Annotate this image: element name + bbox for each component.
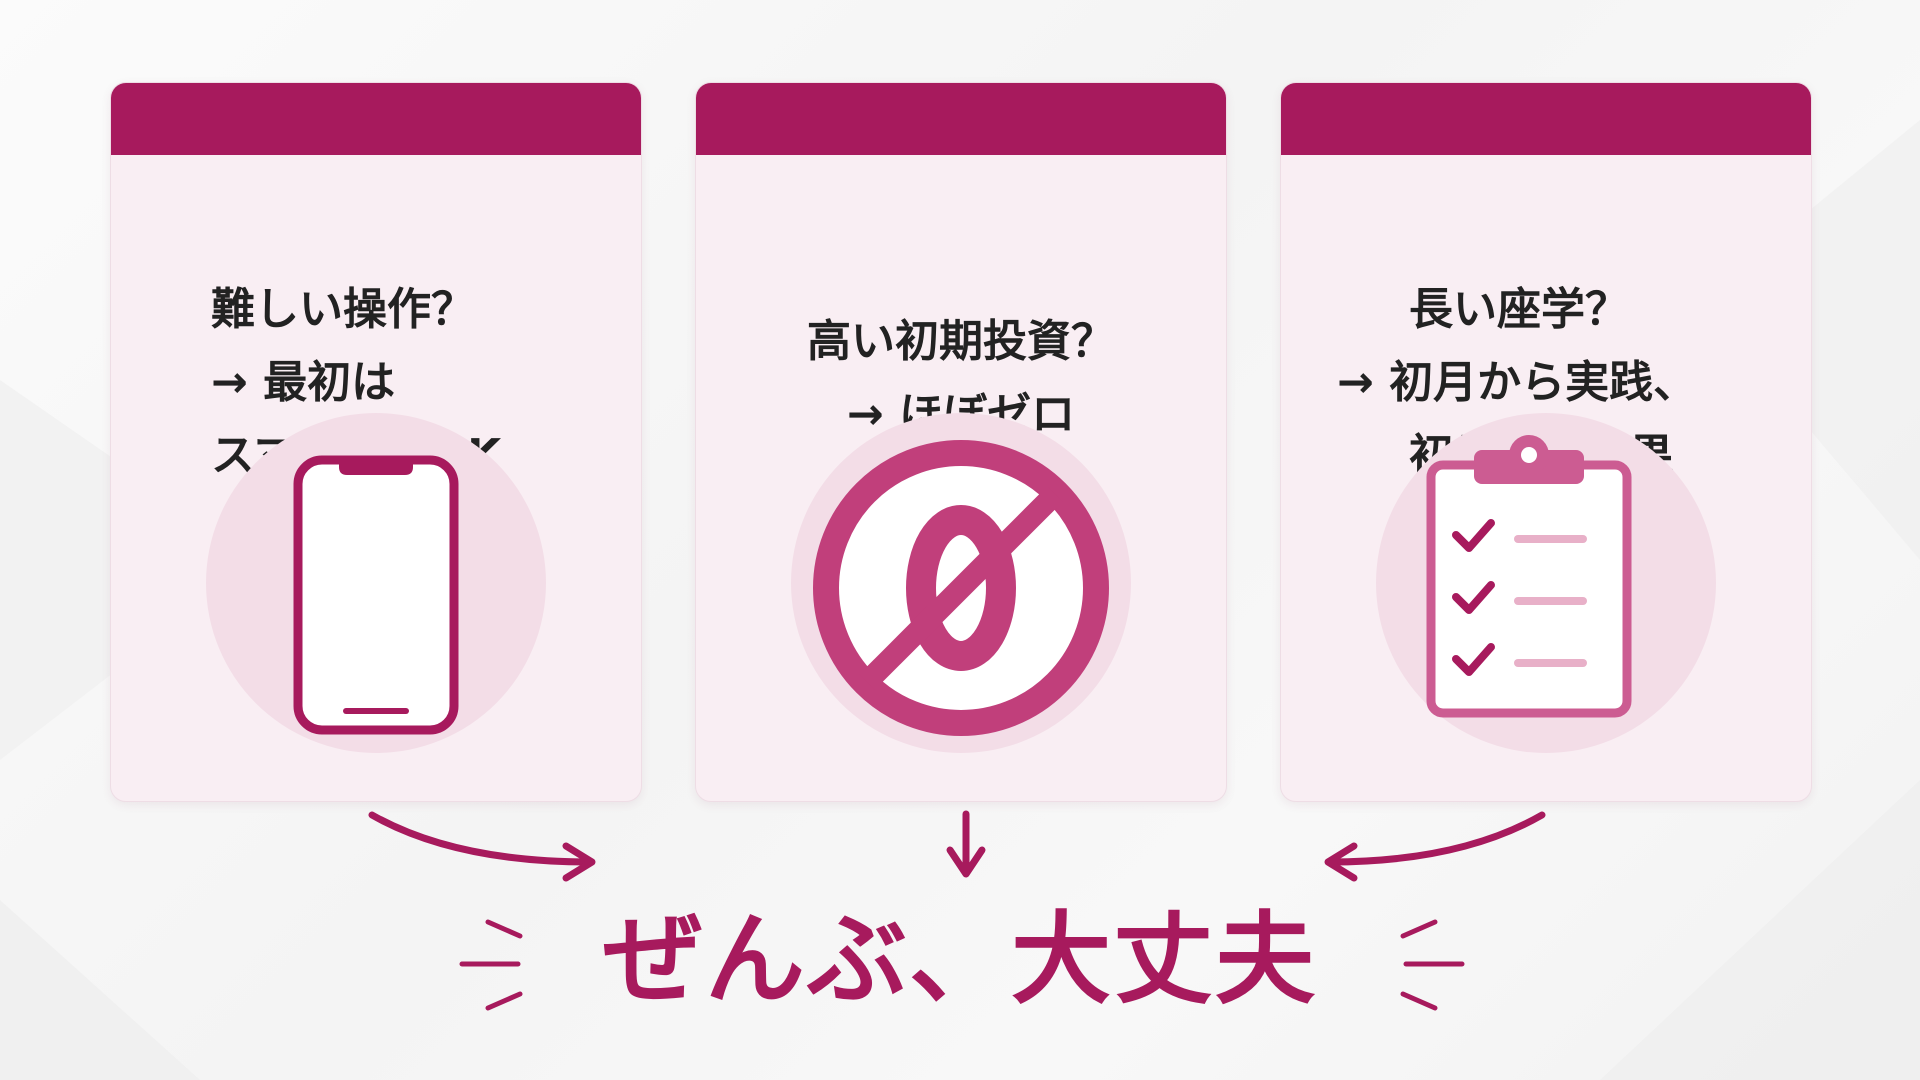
zero-prohibited-icon [813,440,1109,736]
card-line: → 初月から実践、 [1337,357,1698,408]
card-line: → 最初は [211,357,396,408]
smartphone-icon [293,455,459,735]
card-line: 難しい操作？ [211,284,475,335]
card-line: 長い座学？ [1409,284,1629,335]
card-practice-first: 長い座学？ → 初月から実践、 初月から成果 [1280,82,1812,802]
right-burst-lines-icon [1400,919,1465,1011]
card-easy-operation: 難しい操作？ → 最初は スマホでもOK [110,82,642,802]
right-arrow-icon [1324,811,1546,882]
left-arrow-icon [368,811,596,882]
left-burst-lines-icon [459,919,523,1011]
card-line: 高い初期投資？ [807,316,1115,367]
card-header [696,83,1226,155]
card-header [1281,83,1811,155]
card-header [111,83,641,155]
clipboard-checklist-icon [1426,435,1632,718]
card-text: 長い座学？ → 初月から実践、 初月から成果 [1301,273,1791,492]
card-low-investment: 高い初期投資？ → ほぼゼロ [695,82,1227,802]
slogan-text: ぜんぶ、大丈夫 [603,901,1317,1018]
down-arrow-icon [946,810,986,878]
